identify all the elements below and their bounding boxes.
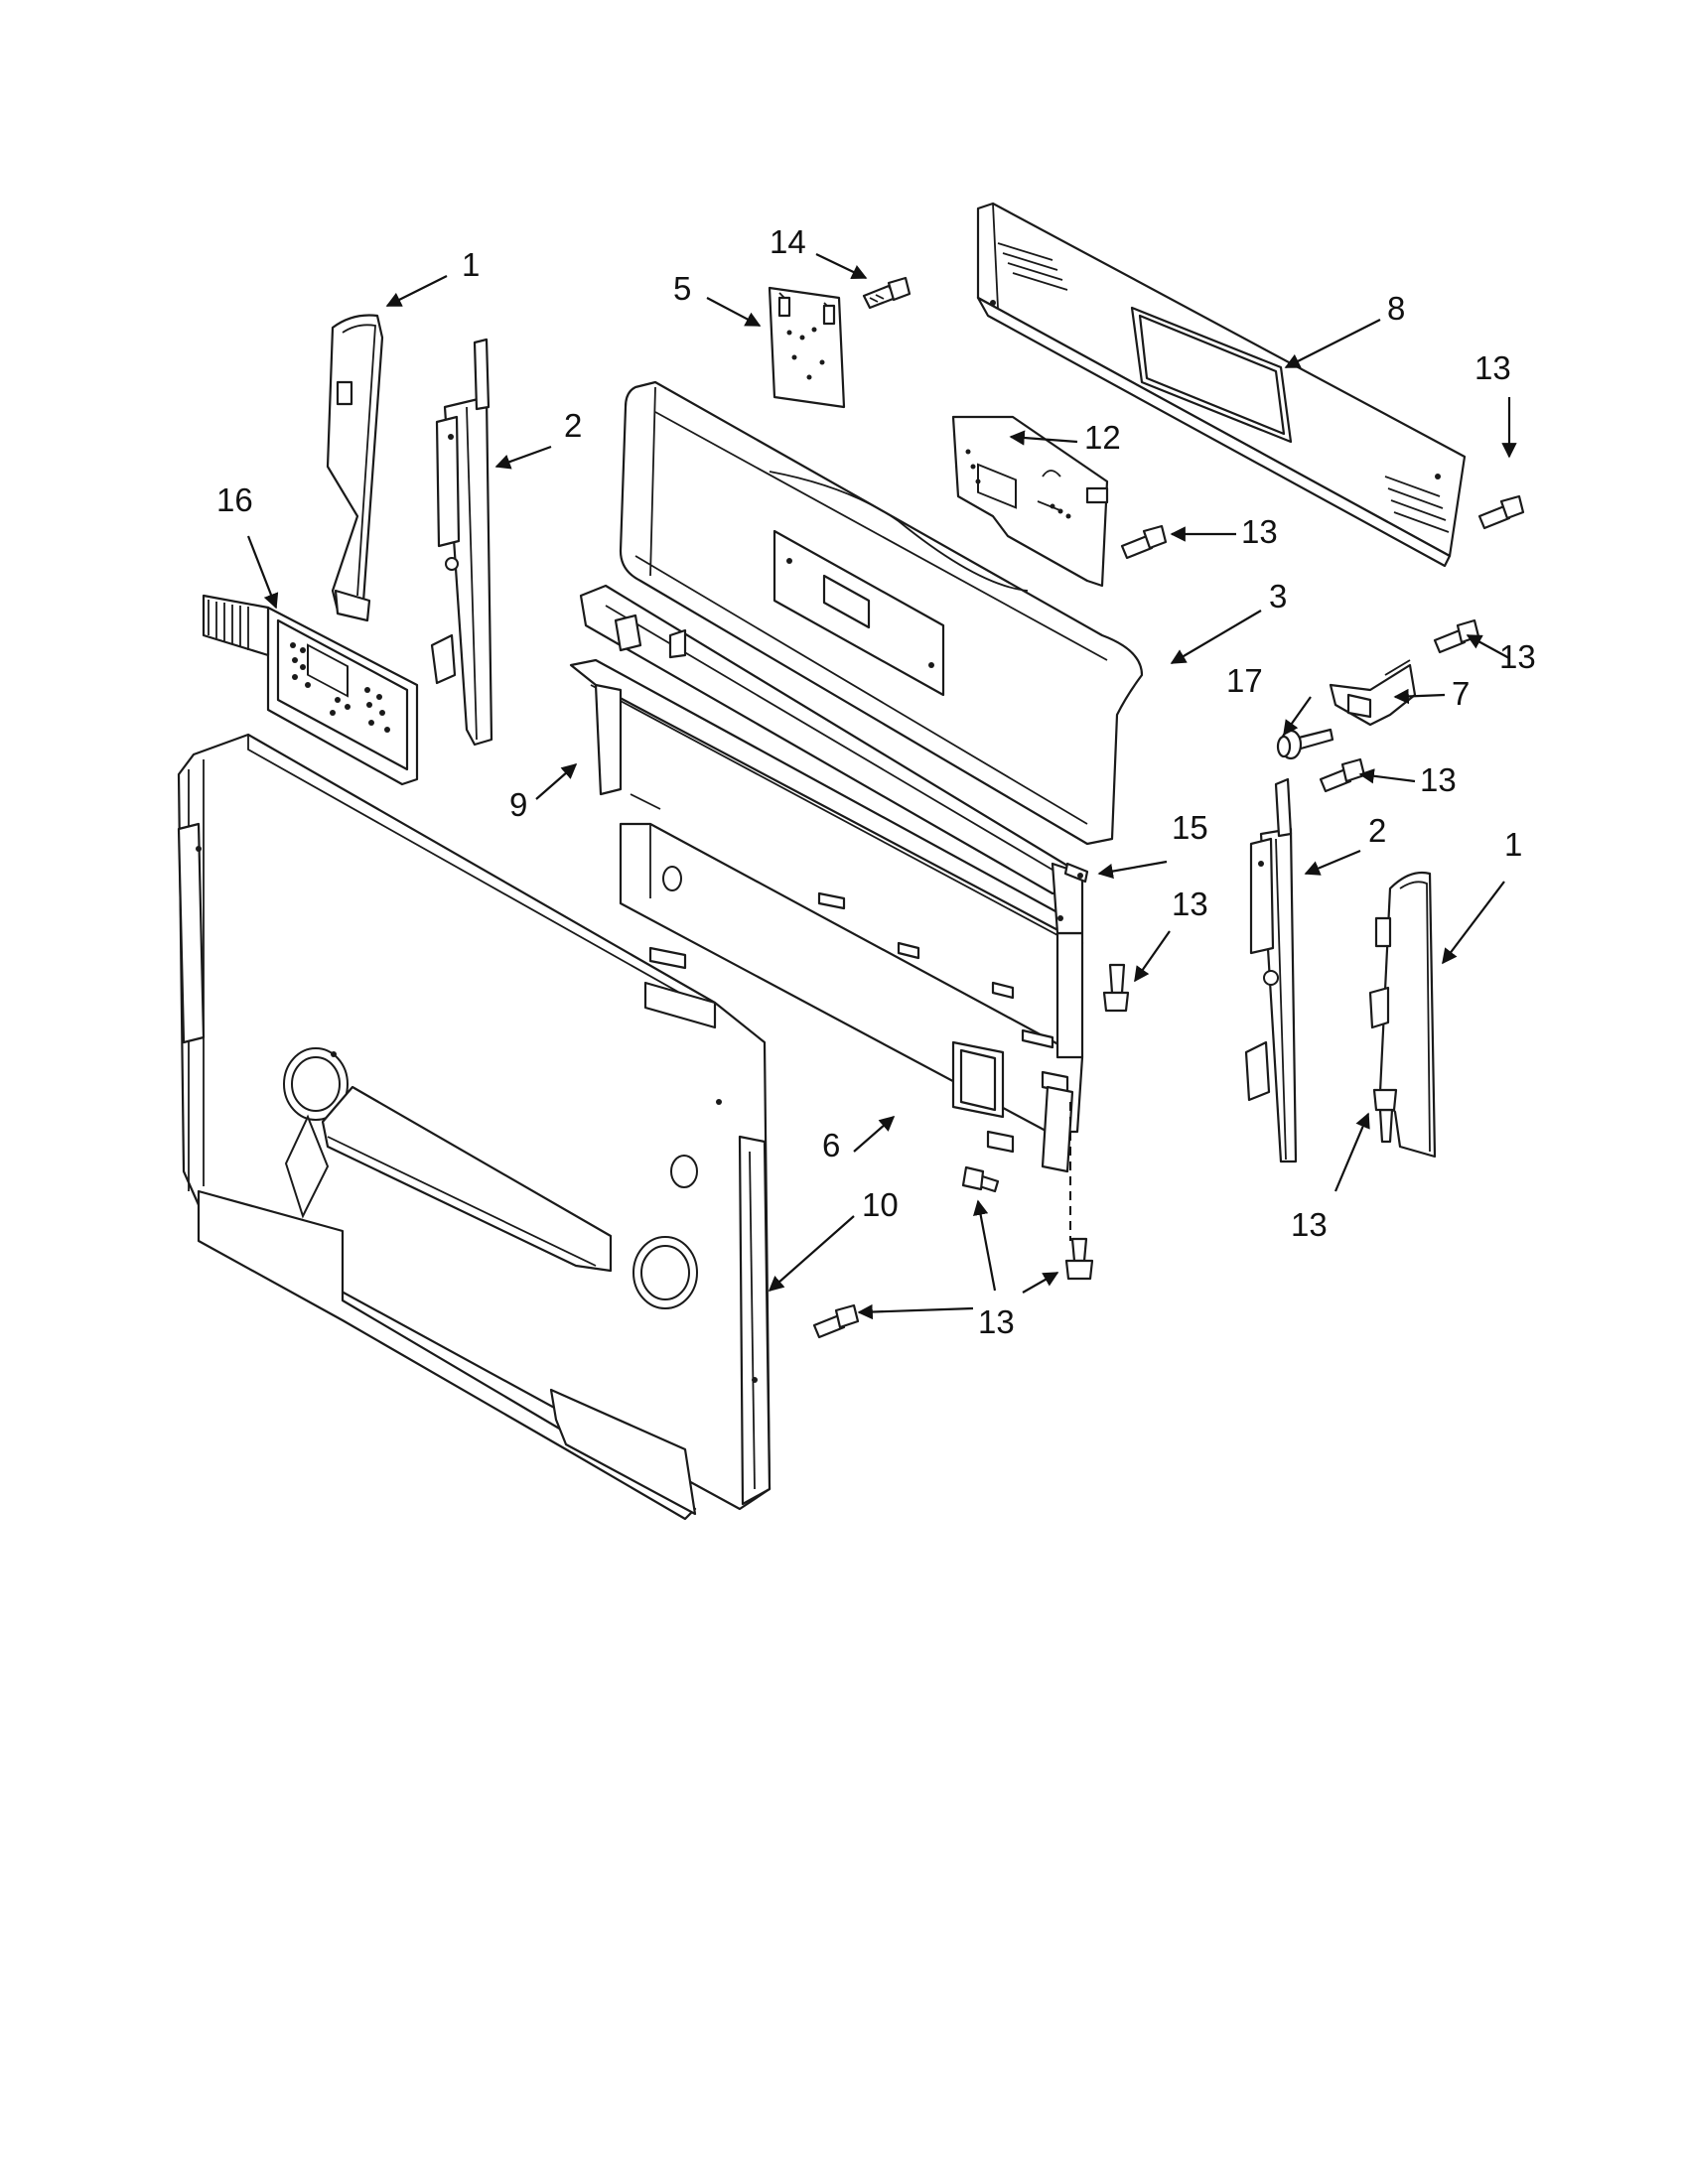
callout-17: 17 — [1226, 662, 1263, 699]
callout-2: 2 — [1368, 812, 1386, 849]
control-overlay-part-16 — [202, 594, 419, 786]
callout-labels: 1 1 2 2 3 5 6 7 8 9 10 12 13 13 13 13 13… — [216, 223, 1536, 1340]
side-bracket-left-part-2 — [430, 338, 493, 747]
screw-part-13 — [1102, 963, 1130, 1013]
callout-8: 8 — [1387, 290, 1405, 327]
screw-part-13 — [1120, 524, 1168, 560]
screw-part-14 — [862, 276, 912, 310]
screw-part-13 — [1433, 618, 1480, 654]
rear-trim-part-8 — [976, 202, 1467, 568]
callout-13: 13 — [1241, 513, 1278, 550]
leader-lines — [246, 253, 1517, 1320]
callout-1: 1 — [462, 246, 480, 283]
back-panel-part-10 — [177, 733, 772, 1521]
callout-13: 13 — [1474, 349, 1511, 386]
callout-12: 12 — [1084, 419, 1121, 456]
screw-part-13 — [1372, 1088, 1398, 1144]
screw-part-13 — [812, 1303, 860, 1339]
callout-7: 7 — [1452, 675, 1470, 712]
control-panel-part-3 — [619, 380, 1144, 846]
callout-9: 9 — [509, 786, 527, 823]
callout-13: 13 — [1420, 761, 1457, 798]
lower-trim-part-9 — [569, 584, 1084, 945]
screw-part-13 — [961, 1165, 1000, 1193]
end-cap-right-part-1 — [1368, 871, 1437, 1159]
callout-10: 10 — [862, 1186, 899, 1223]
callout-6: 6 — [822, 1127, 840, 1163]
callout-13: 13 — [978, 1303, 1015, 1340]
callout-16: 16 — [216, 481, 253, 518]
screw-part-13 — [1319, 757, 1366, 793]
side-bracket-right-part-2 — [1244, 777, 1298, 1163]
screw-part-13 — [1477, 494, 1525, 530]
knob-part-17 — [1276, 728, 1334, 760]
callout-3: 3 — [1269, 578, 1287, 614]
screw-part-13 — [1064, 1237, 1094, 1281]
callout-2: 2 — [564, 407, 582, 444]
callout-14: 14 — [770, 223, 806, 260]
bracket-part-7 — [1329, 659, 1417, 727]
electronic-board-part-12 — [951, 415, 1109, 588]
inner-panel-part-6 — [619, 822, 1084, 1173]
callout-13: 13 — [1499, 638, 1536, 675]
callout-1: 1 — [1504, 826, 1522, 863]
screw-part-15 — [1063, 862, 1089, 884]
callout-13: 13 — [1291, 1206, 1328, 1243]
callout-15: 15 — [1172, 809, 1208, 846]
callout-13: 13 — [1172, 886, 1208, 922]
clock-board-part-5 — [768, 286, 846, 409]
callout-5: 5 — [673, 270, 691, 307]
end-cap-left-part-1 — [326, 314, 384, 622]
